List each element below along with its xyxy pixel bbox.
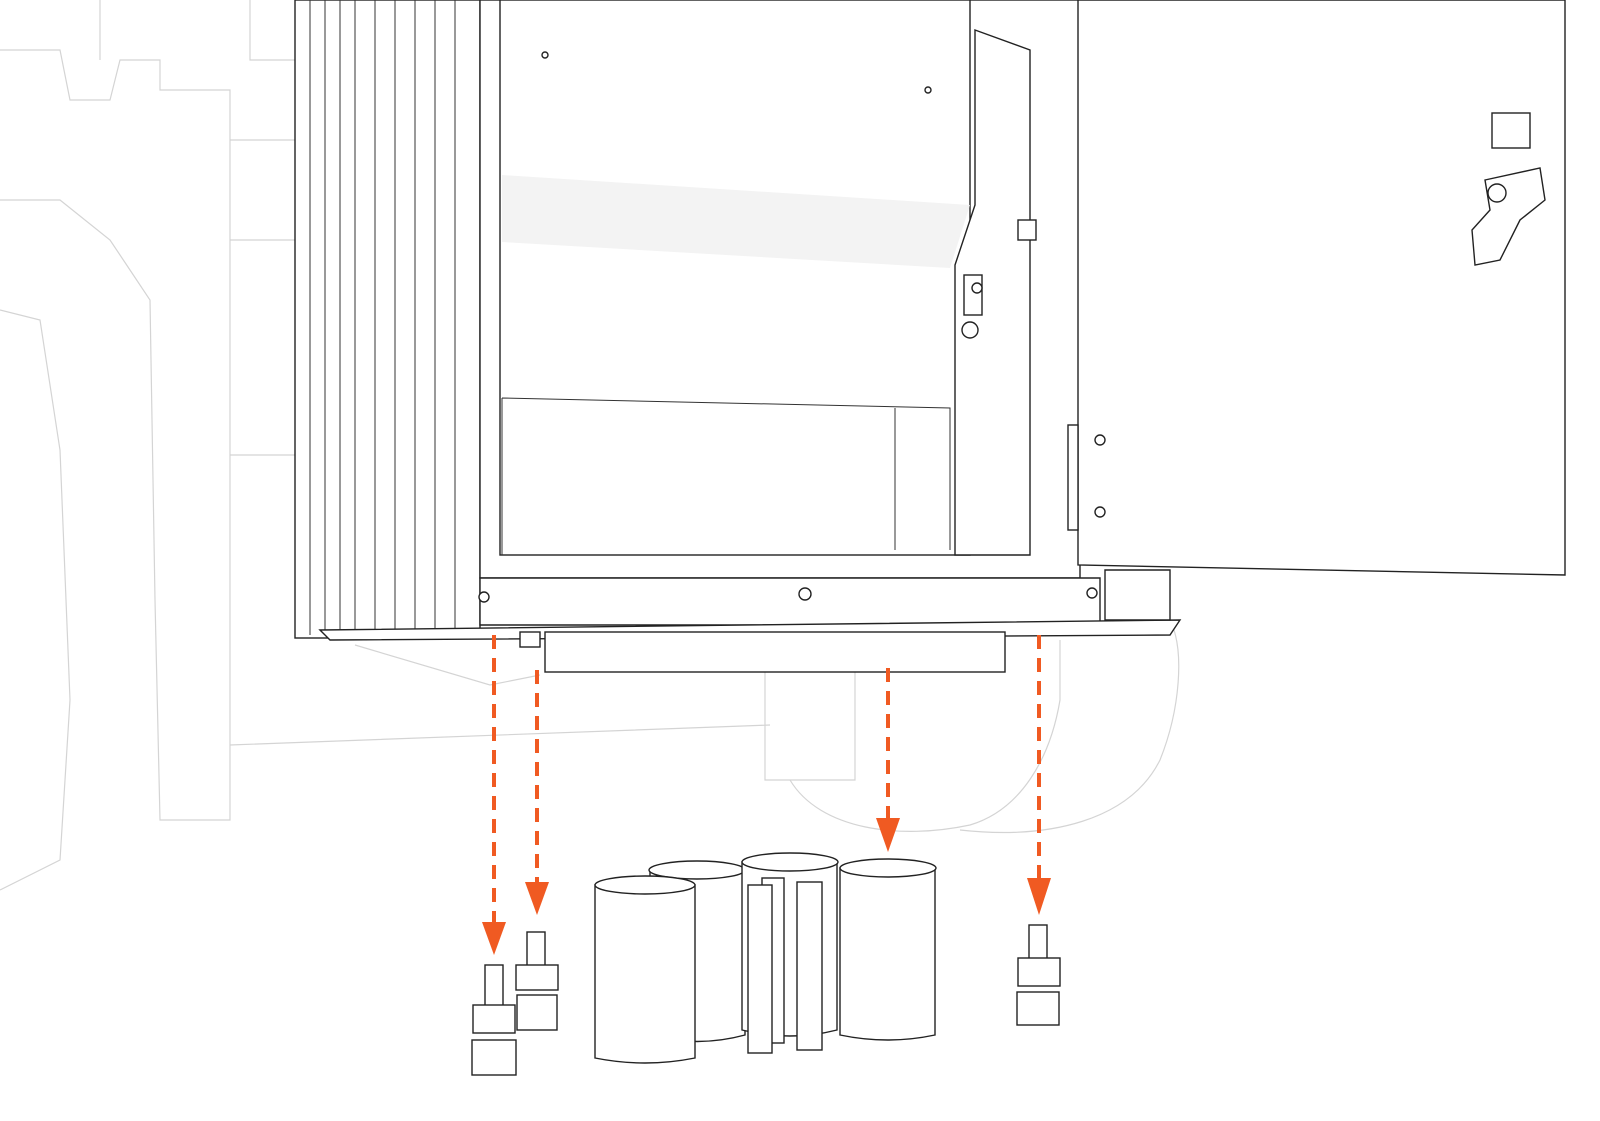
cabinet-door: [1067, 0, 1566, 621]
spacer-tubes: [594, 852, 937, 1064]
dashed-arrow-down-icon: [1027, 635, 1051, 915]
background-machine-outline: [0, 0, 1180, 891]
install-arrows: [482, 635, 1051, 955]
dashed-arrow-down-icon: [482, 635, 506, 955]
dashed-arrow-down-icon: [525, 670, 549, 915]
bolt-with-nuts-icon: [515, 931, 559, 1031]
bolt-with-nuts-icon: [1016, 924, 1061, 1026]
cabinet-left-wall: [294, 0, 481, 639]
ground-lug-icon: [961, 274, 983, 339]
dashed-arrow-down-icon: [876, 668, 900, 852]
door-latch-icon: [1471, 112, 1546, 266]
bolt-with-nuts-icon: [471, 964, 517, 1076]
cabinet-body: [318, 0, 1182, 673]
